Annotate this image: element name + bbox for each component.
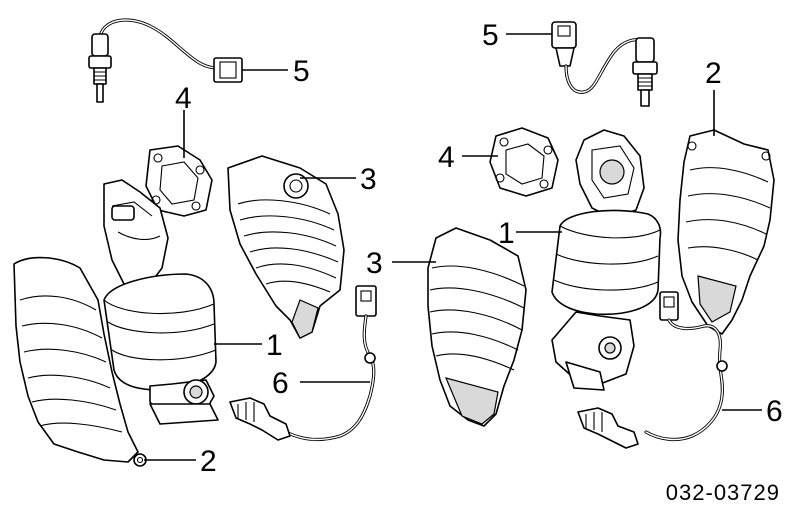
right-lower-heat-shield	[427, 227, 527, 427]
right-catalytic-converter	[551, 129, 662, 391]
leader-lines	[144, 33, 762, 461]
callout-left-lower-heat-shield: 2	[200, 445, 217, 478]
left-gasket	[145, 145, 213, 217]
callout-left-lower-o2-sensor: 6	[272, 367, 289, 400]
callout-right-o2-sensor-upper: 5	[482, 19, 499, 52]
left-upper-o2-sensor	[88, 18, 243, 103]
callout-left-upper-heat-shield: 3	[360, 163, 377, 196]
left-lower-heat-shield	[13, 256, 147, 467]
left-catalytic-converter	[103, 179, 219, 425]
callout-left-gasket: 4	[175, 82, 192, 115]
callout-left-o2-sensor-upper: 5	[293, 55, 310, 88]
right-upper-heat-shield	[677, 129, 775, 335]
callout-right-upper-heat-shield: 2	[705, 57, 722, 90]
callout-left-converter: 1	[266, 329, 283, 362]
left-upper-heat-shield	[227, 155, 345, 339]
callout-right-lower-heat-shield: 3	[366, 247, 383, 280]
right-lower-o2-sensor	[577, 291, 728, 449]
callout-right-converter: 1	[498, 217, 515, 250]
callout-right-gasket: 4	[438, 141, 455, 174]
diagram-code: 032-03729	[666, 480, 780, 505]
left-lower-o2-sensor	[229, 285, 377, 442]
callout-right-lower-o2-sensor: 6	[766, 395, 783, 428]
right-gasket	[489, 127, 559, 197]
right-upper-o2-sensor	[551, 21, 658, 107]
